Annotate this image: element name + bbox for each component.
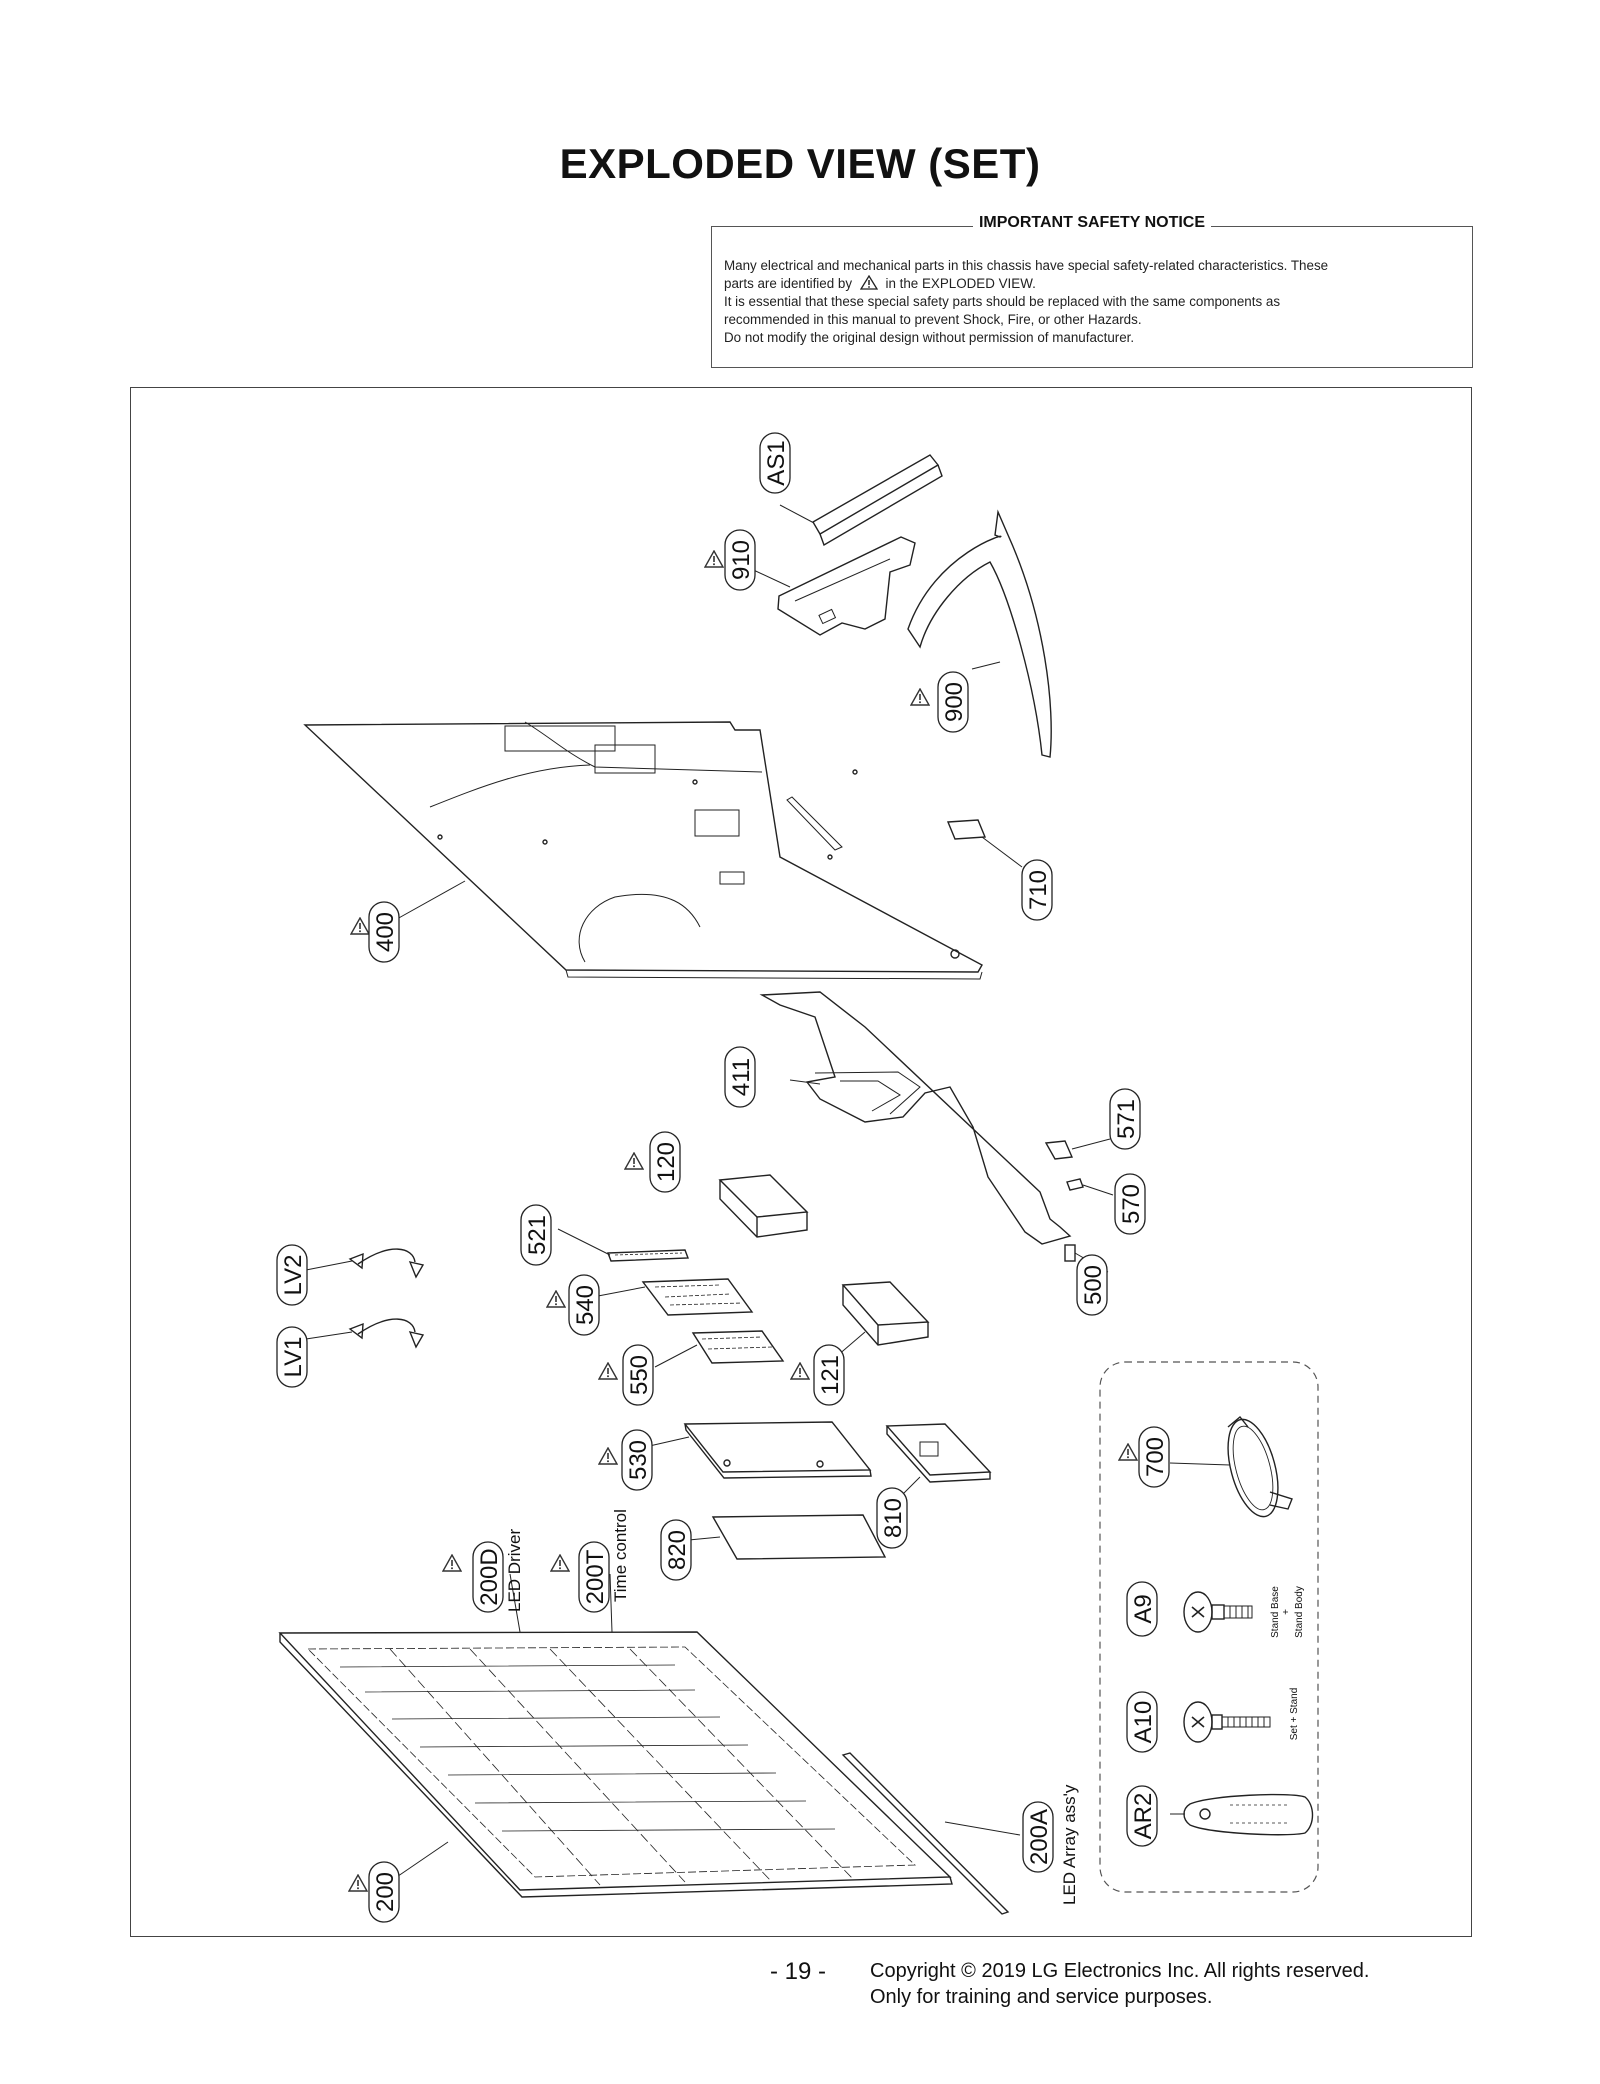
exploded-view-drawing: AS1 910 900 400 710 411 571 120 570 521 … bbox=[276, 432, 1319, 1923]
power-cord-part bbox=[1169, 1416, 1293, 1518]
warning-icon-120 bbox=[624, 1152, 644, 1170]
notice-line-3: It is essential that these special safet… bbox=[724, 294, 1281, 309]
back-cover-part bbox=[303, 721, 983, 980]
caption-led-driver: LED Driver bbox=[505, 1529, 524, 1612]
board-550-part bbox=[654, 1330, 785, 1368]
part-label-AR2: AR2 bbox=[1130, 1793, 1157, 1840]
power-box-part bbox=[718, 1174, 809, 1238]
part-label-LV1: LV1 bbox=[280, 1337, 307, 1378]
part-label-AS1: AS1 bbox=[763, 440, 790, 485]
part-label-550: 550 bbox=[626, 1355, 653, 1395]
board-521-part bbox=[557, 1228, 689, 1262]
bracket-part bbox=[1044, 1138, 1111, 1160]
part-label-411: 411 bbox=[728, 1058, 755, 1096]
warning-triangle-icon bbox=[859, 274, 878, 290]
safety-notice-text: Many electrical and mechanical parts in … bbox=[724, 257, 1460, 347]
safety-notice-heading: IMPORTANT SAFETY NOTICE bbox=[972, 214, 1212, 231]
clip-part bbox=[1066, 1178, 1114, 1196]
part-label-900: 900 bbox=[941, 682, 968, 722]
part-label-500: 500 bbox=[1080, 1265, 1107, 1305]
warning-icon-910 bbox=[704, 550, 724, 568]
notice-line-2: parts are identified by in the EXPLODED … bbox=[724, 274, 1460, 293]
warning-icon-530 bbox=[598, 1447, 618, 1465]
power-box-121-part bbox=[829, 1281, 930, 1363]
safety-notice-box: IMPORTANT SAFETY NOTICE Many electrical … bbox=[711, 214, 1473, 368]
part-label-700: 700 bbox=[1142, 1437, 1169, 1477]
part-label-540: 540 bbox=[572, 1285, 599, 1325]
part-label-810: 810 bbox=[880, 1498, 907, 1538]
part-label-200: 200 bbox=[372, 1872, 399, 1912]
caption-plus: + bbox=[1281, 1609, 1292, 1615]
cable-lv1-part bbox=[305, 1318, 425, 1349]
stand-plate-part bbox=[885, 1423, 992, 1503]
main-board-part bbox=[597, 1278, 754, 1316]
page-number: - 19 - bbox=[770, 1958, 827, 1985]
warning-icon-200 bbox=[348, 1874, 368, 1892]
small-board-part bbox=[946, 819, 1023, 868]
warning-icon-700 bbox=[1118, 1443, 1138, 1461]
frame-cover-part bbox=[759, 991, 1072, 1245]
part-label-570: 570 bbox=[1118, 1184, 1145, 1224]
notice-line-1: Many electrical and mechanical parts in … bbox=[724, 258, 1329, 273]
page-title: EXPLODED VIEW (SET) bbox=[559, 140, 1041, 187]
warning-icon-900 bbox=[910, 688, 930, 706]
part-label-121: 121 bbox=[817, 1355, 844, 1395]
part-label-200T: 200T bbox=[582, 1549, 609, 1604]
stand-arc-part bbox=[907, 509, 1052, 758]
screw-a9-part bbox=[1183, 1591, 1253, 1633]
part-label-A9: A9 bbox=[1130, 1594, 1157, 1623]
screw-a10-part bbox=[1183, 1701, 1271, 1743]
copyright-line-1: Copyright © 2019 LG Electronics Inc. All… bbox=[870, 1960, 1370, 1982]
part-label-200A: 200A bbox=[1026, 1809, 1053, 1865]
notice-line-4: recommended in this manual to prevent Sh… bbox=[724, 312, 1142, 327]
warning-icon-121 bbox=[790, 1362, 810, 1380]
caption-set-stand: Set + Stand bbox=[1289, 1688, 1300, 1741]
accessory-box bbox=[1099, 1361, 1319, 1893]
stand-neck-part bbox=[746, 536, 916, 636]
warning-icon-550 bbox=[598, 1362, 618, 1380]
part-label-820: 820 bbox=[664, 1530, 691, 1570]
part-label-710: 710 bbox=[1025, 870, 1052, 910]
safety-warning-icons bbox=[348, 550, 1138, 1892]
part-label-A10: A10 bbox=[1130, 1701, 1157, 1744]
notice-line-2-start: parts are identified by bbox=[724, 276, 853, 291]
warning-icon-200D bbox=[442, 1554, 462, 1572]
lcd-module-part bbox=[278, 1573, 953, 1898]
notice-line-5: Do not modify the original design withou… bbox=[724, 330, 1135, 345]
exploded-view-frame bbox=[130, 387, 1472, 1937]
notice-line-2-end: in the EXPLODED VIEW. bbox=[885, 276, 1036, 291]
led-array-part bbox=[841, 1752, 1021, 1915]
part-label-120: 120 bbox=[653, 1142, 680, 1182]
warning-icon-400 bbox=[350, 917, 370, 935]
stand-cover-part bbox=[779, 454, 943, 547]
part-label-530: 530 bbox=[625, 1440, 652, 1480]
caption-led-array: LED Array ass'y bbox=[1060, 1784, 1079, 1905]
caption-stand-body: Stand Body bbox=[1294, 1586, 1305, 1638]
part-label-200D: 200D bbox=[476, 1548, 503, 1605]
part-label-LV2: LV2 bbox=[280, 1255, 307, 1296]
part-label-571: 571 bbox=[1113, 1099, 1140, 1139]
copyright-line-2: Only for training and service purposes. bbox=[870, 1986, 1213, 2008]
copyright-notice: Copyright © 2019 LG Electronics Inc. All… bbox=[870, 1958, 1369, 2010]
part-label-910: 910 bbox=[728, 540, 755, 580]
warning-icon-200T bbox=[550, 1554, 570, 1572]
panel-board-part bbox=[644, 1421, 872, 1479]
caption-time-control: Time control bbox=[611, 1509, 630, 1602]
cable-lv2-part bbox=[305, 1248, 425, 1279]
sheet-part bbox=[667, 1514, 887, 1560]
remote-control-part bbox=[1170, 1793, 1314, 1836]
part-label-400: 400 bbox=[372, 912, 399, 952]
part-label-521: 521 bbox=[524, 1215, 551, 1255]
warning-icon-540 bbox=[546, 1290, 566, 1308]
caption-stand-base: Stand Base bbox=[1270, 1586, 1281, 1638]
